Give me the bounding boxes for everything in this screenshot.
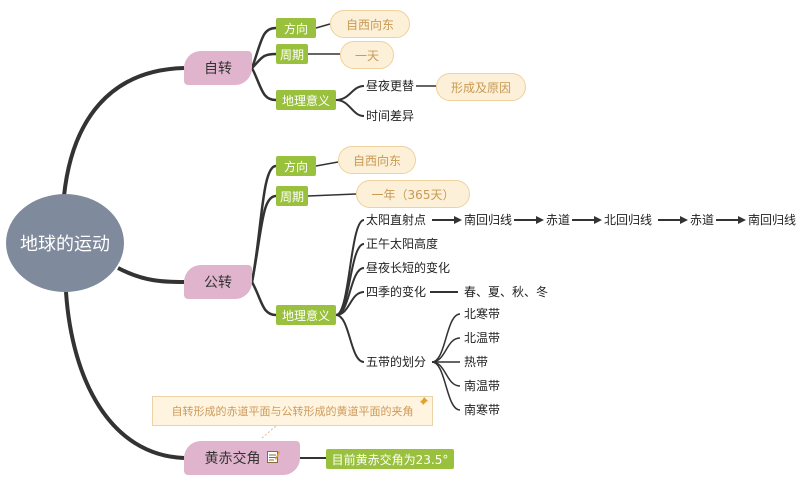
zone-north-frigid[interactable]: 北寒带 (464, 307, 501, 321)
root-topic[interactable]: 地球的运动 (6, 194, 124, 292)
rotation-meaning-note[interactable]: 形成及原因 (436, 73, 526, 101)
rotation-direction-value[interactable]: 自西向东 (330, 10, 410, 38)
subsolar-step-2[interactable]: 赤道 (546, 213, 571, 227)
subsolar-step-3[interactable]: 北回归线 (604, 213, 653, 227)
topic-revolution[interactable]: 公转 (184, 265, 252, 299)
rotation-meaning-day-night[interactable]: 昼夜更替 (366, 79, 415, 93)
revolution-meaning-label[interactable]: 地理意义 (276, 305, 336, 325)
revolution-direction-label[interactable]: 方向 (276, 156, 316, 176)
subsolar-step-1[interactable]: 南回归线 (464, 213, 513, 227)
revolution-period-label[interactable]: 周期 (276, 186, 308, 206)
obliquity-callout[interactable]: 自转形成的赤道平面与公转形成的黄道平面的夹角 (152, 396, 433, 426)
rotation-direction-label[interactable]: 方向 (276, 18, 316, 38)
subsolar-step-5[interactable]: 南回归线 (748, 213, 797, 227)
topic-obliquity-label: 黄赤交角 (204, 451, 261, 467)
rotation-meaning-label[interactable]: 地理意义 (276, 90, 336, 110)
zone-tropical[interactable]: 热带 (464, 355, 489, 369)
zone-north-temperate[interactable]: 北温带 (464, 331, 501, 345)
five-zones-label[interactable]: 五带的划分 (366, 355, 427, 369)
revolution-direction-value[interactable]: 自西向东 (338, 146, 416, 174)
topic-rotation[interactable]: 自转 (184, 51, 252, 85)
revolution-period-value[interactable]: 一年（365天） (356, 180, 470, 208)
rotation-meaning-time-difference[interactable]: 时间差异 (366, 109, 415, 123)
memo-icon[interactable] (266, 450, 280, 466)
pin-icon[interactable] (418, 397, 428, 410)
zone-south-temperate[interactable]: 南温带 (464, 379, 501, 393)
noon-sun-altitude[interactable]: 正午太阳高度 (366, 237, 439, 251)
zone-south-frigid[interactable]: 南寒带 (464, 403, 501, 417)
day-length-change[interactable]: 昼夜长短的变化 (366, 261, 451, 275)
subsolar-point-label[interactable]: 太阳直射点 (366, 213, 427, 227)
subsolar-step-4[interactable]: 赤道 (690, 213, 715, 227)
seasons-list[interactable]: 春、夏、秋、冬 (464, 285, 549, 299)
obliquity-value[interactable]: 目前黄赤交角为23.5° (326, 449, 454, 469)
topic-obliquity[interactable]: 黄赤交角 (184, 441, 300, 475)
rotation-period-label[interactable]: 周期 (276, 44, 308, 64)
seasons-change[interactable]: 四季的变化 (366, 285, 427, 299)
rotation-period-value[interactable]: 一天 (340, 41, 394, 69)
